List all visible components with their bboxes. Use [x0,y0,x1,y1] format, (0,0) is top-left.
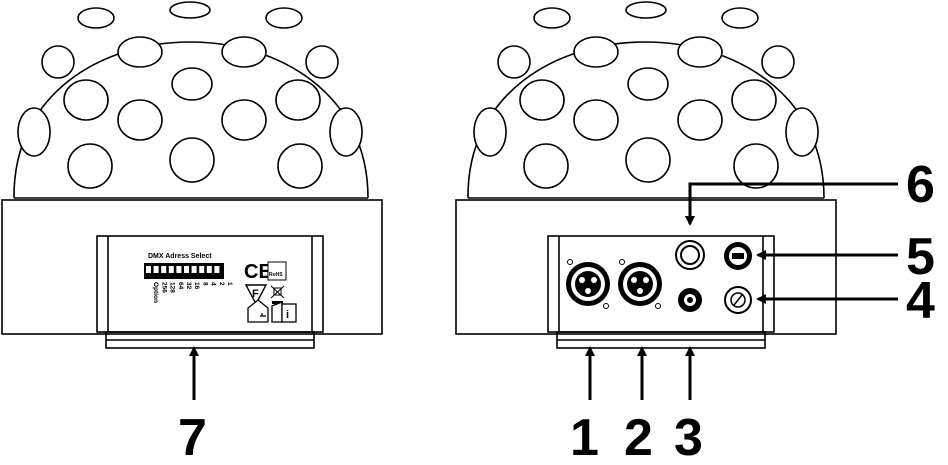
callout-6: 6 [906,156,935,214]
dip-value-label: Option [152,282,159,303]
dip-key[interactable] [153,266,159,273]
dip-value-label: 128 [169,282,176,293]
power-cable-gland[interactable] [724,286,752,314]
callout-4: 4 [906,272,935,330]
dmx-in-connector[interactable] [566,259,610,309]
dip-value-label: 32 [185,282,192,290]
svg-text:RoHS: RoHS [269,272,283,278]
left-base [1,199,383,335]
dip-value-label: 16 [193,282,200,290]
f-mark: F [244,284,268,306]
ce-mark: CE [244,261,272,283]
dip-value-label: 256 [160,282,167,293]
dip-key[interactable] [214,266,220,273]
callout-1: 1 [570,409,599,465]
rohs-mark: RoHS [267,261,287,281]
right-base [455,199,837,335]
right-dome-holes [473,1,819,189]
callout-3: 3 [674,409,703,465]
dip-keys [146,266,220,273]
dip-value-label: 4 [210,282,217,286]
audio-input-jack[interactable] [678,288,702,312]
dip-key[interactable] [168,266,174,273]
dip-value-label: 64 [177,282,184,290]
dip-key[interactable] [191,266,197,273]
left-unit: DMX Adress Select 1248163264128256Option… [1,1,383,465]
fuse-holder[interactable] [724,242,752,270]
right-unit: 1 2 3 4 5 6 [455,1,935,465]
dip-key[interactable] [146,266,151,273]
callout-7: 7 [178,409,207,465]
dip-key[interactable] [206,266,212,273]
dip-key[interactable] [161,266,167,273]
dip-value-label: 1 [226,282,233,286]
dmx-out-connector[interactable] [618,259,662,309]
manual-info-icon: i [271,301,297,323]
callout-arrow-6 [685,182,898,226]
dip-value-label: 8 [201,282,208,286]
callout-2: 2 [624,409,653,465]
dip-key[interactable] [176,266,182,273]
microphone-sensitivity-knob[interactable] [675,240,705,270]
indoor-use-icon [247,299,269,323]
dip-key[interactable] [184,266,189,273]
svg-text:F: F [252,288,259,300]
left-dome-holes [17,1,363,189]
svg-text:i: i [286,309,289,321]
dip-key[interactable] [199,266,205,273]
dip-label: DMX Adress Select [148,253,212,260]
weee-bin-icon [270,285,285,304]
callout-5: 5 [906,228,935,286]
dip-value-label: 2 [218,282,225,286]
